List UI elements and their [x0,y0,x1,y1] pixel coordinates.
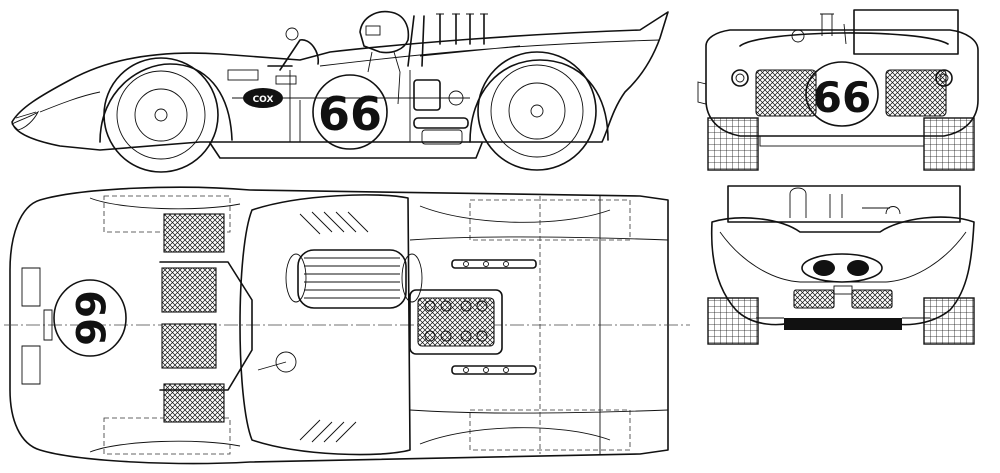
rear-plate [833,285,853,295]
front-tyre-left [707,117,759,171]
rear-tyre-right [923,297,975,345]
top-tyre-rl [469,199,631,241]
intake-stacks [436,13,488,45]
top-shifter [257,361,287,371]
driver-figure [359,10,410,105]
rear-rollbar-frame [727,185,961,223]
side-sill [209,142,483,159]
top-race-number: 66 [66,290,112,346]
side-body-outline [11,11,669,151]
top-nose-chevron [159,261,253,391]
front-rollbar [853,9,959,55]
front-grille-left [755,69,817,117]
side-rear-deck [319,39,661,67]
top-rear-arch-left [419,205,611,223]
rear-wheel [477,51,597,171]
side-intake [413,79,441,111]
side-mirror [285,27,299,41]
side-decal-strip [227,69,259,81]
front-windscreen [739,32,949,47]
top-cockpit-hatching [299,211,369,443]
front-mirror [791,29,805,43]
top-exhaust-right [451,365,537,375]
rear-tyre-left [707,297,759,345]
front-body-outline [705,29,979,137]
cox-decal-text: COX [253,95,274,105]
top-body-outline [9,186,669,465]
rear-number-dot-left [813,260,835,276]
front-headlight-left-inner [735,73,745,83]
rear-body-fins [719,231,967,283]
top-rear-arch-right [419,427,611,445]
rear-number-dot-right [847,260,869,276]
top-front-arch-left [89,197,241,210]
rear-wheel-arch [469,59,609,143]
front-race-number: 66 [813,73,871,122]
front-view: 66 [697,9,979,171]
top-front-arch-right [89,440,241,453]
side-windscreen [267,39,320,71]
side-view: 66 COX [11,10,669,173]
side-nose-detail [11,91,101,131]
side-panel-lines [232,70,470,142]
top-cockpit-outline [239,194,411,456]
front-chin [759,135,925,147]
rear-diffuser [784,318,902,330]
rear-intake-stacks [789,187,901,218]
roll-bar [407,15,425,67]
rear-grille-right [851,289,893,309]
rear-view [707,185,975,345]
grille-front-upper [163,213,225,253]
top-exhaust-left [451,259,537,269]
grille-mid-upper [161,267,217,313]
top-steering-wheel [275,351,297,373]
front-stacks [820,13,847,45]
cox-decal [243,88,283,108]
side-number-roundel [312,74,388,150]
top-tyre-rr [469,409,631,451]
top-number-roundel [53,279,127,357]
front-headlight-right [935,69,953,87]
grille-mid-lower [161,323,217,369]
front-side-flap [697,81,707,105]
top-seat [285,249,423,309]
top-nose-lights [21,267,53,385]
top-view: 66 [4,186,690,465]
exhaust-pipe [413,117,469,145]
front-headlight-right-inner [939,73,949,83]
side-filler-cap [448,90,464,106]
front-number-roundel [805,61,879,127]
rear-body-outline [710,216,975,326]
top-rear-deck-lines [409,196,669,454]
side-race-number: 66 [318,87,382,141]
rear-number-ellipse [801,253,883,283]
top-tyre-fr [103,417,231,455]
side-decal-small [275,75,297,85]
front-wheel-arch [99,63,233,143]
front-headlight-left [731,69,749,87]
front-grille-right [885,69,947,117]
rear-grille-left [793,289,835,309]
front-wheel [103,57,219,173]
top-engine-block [409,289,503,355]
